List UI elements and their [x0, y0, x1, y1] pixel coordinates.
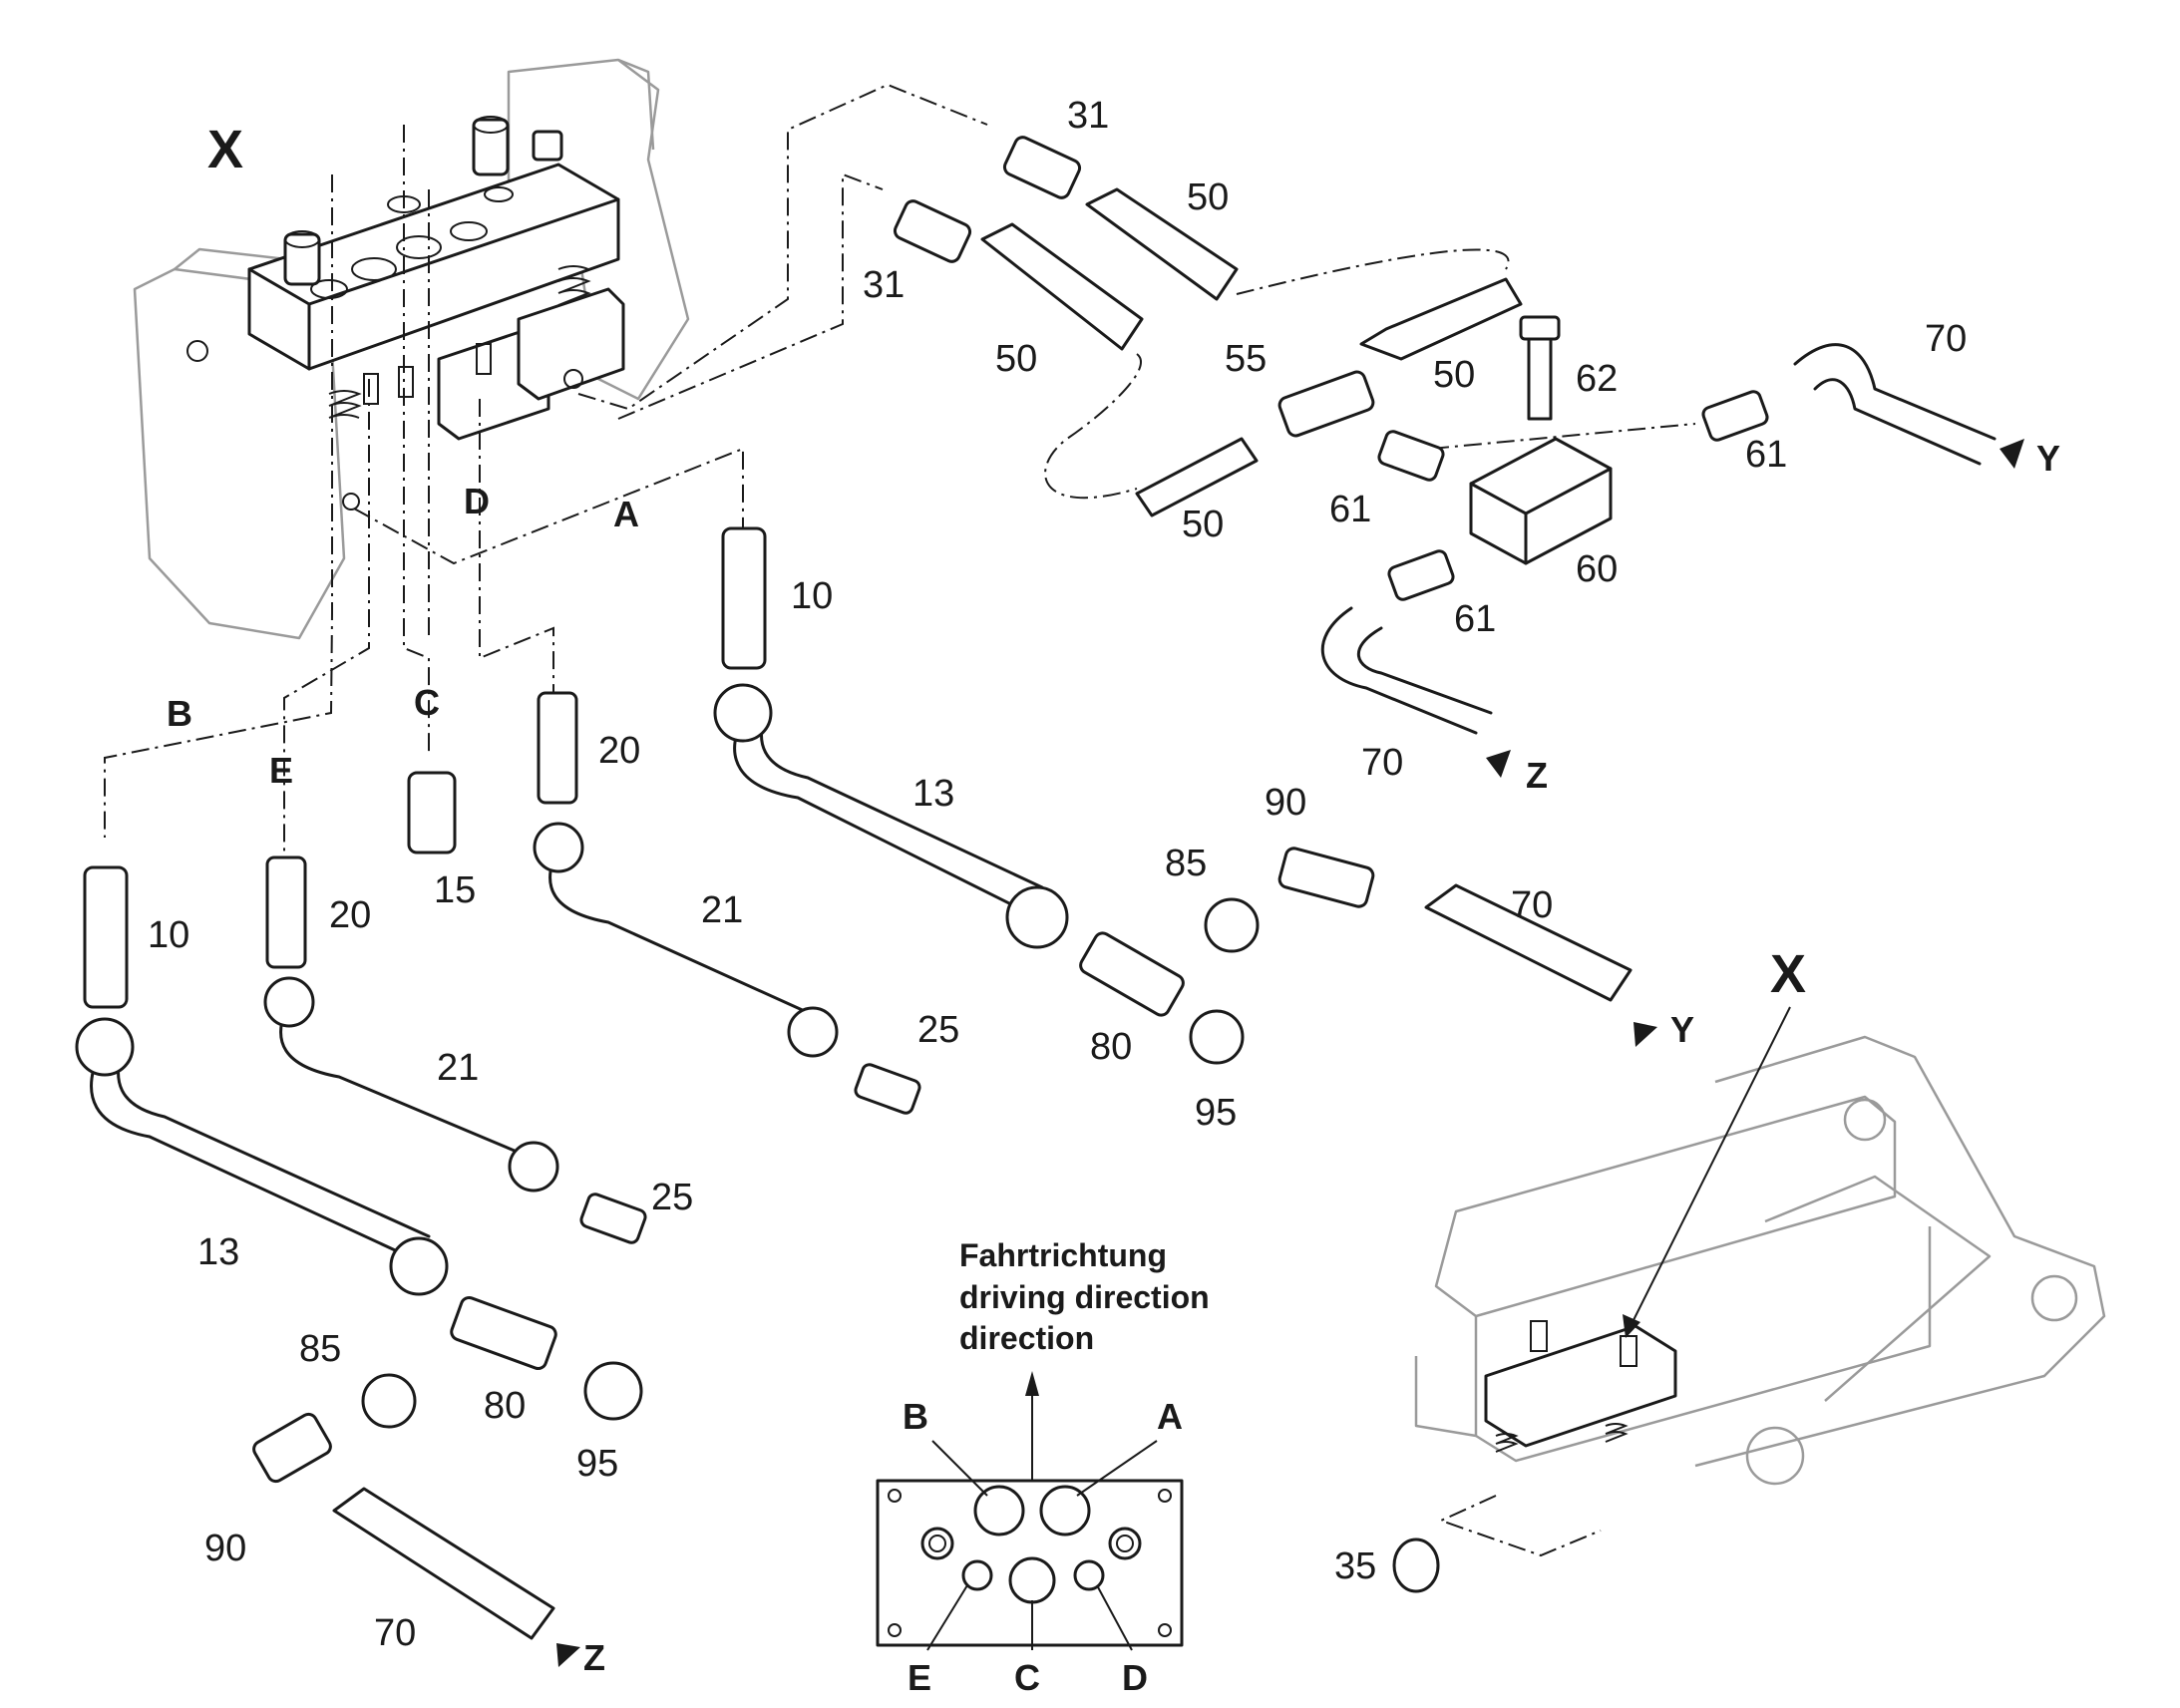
part-80-label: 80	[484, 1385, 526, 1427]
part-85-label: 85	[299, 1328, 341, 1370]
plate-e-label: E	[908, 1657, 931, 1698]
part-70-label: 70	[1925, 318, 1967, 360]
port-e-label: E	[269, 750, 293, 791]
reference-labels: X X A B C D E A B C D E Y Y Z Z Fahrtric…	[148, 95, 2060, 1698]
part-10-label: 10	[791, 575, 833, 617]
plate-b-label: B	[903, 1396, 928, 1437]
part-15-label: 15	[434, 869, 476, 911]
part-21-label: 21	[701, 889, 743, 931]
plate-c-label: C	[1014, 1657, 1040, 1698]
dir-z-label-2: Z	[583, 1637, 605, 1678]
part-62-label: 62	[1576, 358, 1618, 400]
part-25-label: 25	[651, 1177, 693, 1218]
part-61-label: 61	[1745, 434, 1787, 476]
part-35-label: 35	[1334, 1545, 1376, 1587]
part-70-label: 70	[1361, 742, 1403, 784]
part-90-label: 90	[1265, 782, 1306, 824]
part-80-label: 80	[1090, 1026, 1132, 1068]
port-plate-diagram	[876, 1371, 1184, 1651]
part-61-label: 61	[1454, 598, 1496, 640]
port-b-label: B	[167, 693, 192, 734]
port-c-label: C	[414, 682, 440, 723]
part-20-label: 20	[598, 730, 640, 772]
dir-y-label-2: Y	[1670, 1009, 1694, 1050]
connection-centerlines	[104, 83, 1696, 857]
arrow-z1-icon	[1486, 750, 1511, 778]
direction-note-line2: driving direction	[959, 1279, 1210, 1315]
part-95-label: 95	[576, 1443, 618, 1485]
part-70-label: 70	[1511, 884, 1553, 926]
view-x-label-bottom: X	[1770, 944, 1806, 1004]
manifold-assembly	[133, 58, 690, 640]
part-50-label: 50	[1182, 504, 1224, 545]
frame-overview	[1392, 1006, 2106, 1593]
port-a-label: A	[613, 494, 639, 534]
part-31-label: 31	[863, 264, 905, 306]
arrow-y1-icon	[1999, 439, 2024, 469]
part-25-label: 25	[917, 1009, 959, 1051]
view-x-label: X	[207, 120, 243, 179]
part-95-label: 95	[1195, 1092, 1237, 1134]
dir-z-label-1: Z	[1526, 755, 1548, 796]
part-21-label: 21	[437, 1047, 479, 1089]
part-85-label: 85	[1165, 843, 1207, 884]
part-90-label: 90	[204, 1528, 246, 1569]
part-60-label: 60	[1576, 548, 1618, 590]
dir-y-label-1: Y	[2036, 438, 2060, 479]
part-13-label: 13	[197, 1231, 239, 1273]
plate-d-label: D	[1122, 1657, 1148, 1698]
part-50-label: 50	[1433, 354, 1475, 396]
part-10-label: 10	[148, 914, 189, 956]
arrow-z2-icon	[556, 1643, 580, 1667]
part-50-label: 50	[1187, 176, 1229, 218]
part-55-label: 55	[1225, 338, 1267, 380]
direction-note-line1: Fahrtrichtung	[959, 1237, 1167, 1273]
arrow-y2-icon	[1634, 1022, 1657, 1047]
part-31-label: 31	[1067, 95, 1109, 137]
plate-a-label: A	[1157, 1396, 1183, 1437]
port-d-label: D	[464, 481, 490, 521]
direction-note-line3: direction	[959, 1320, 1094, 1356]
part-50-label: 50	[995, 338, 1037, 380]
part-13-label: 13	[912, 773, 954, 815]
part-61-label: 61	[1329, 489, 1371, 530]
part-20-label: 20	[329, 894, 371, 936]
flow-arrows	[556, 439, 2024, 1667]
fittings-and-hoses	[75, 136, 1997, 1640]
part-70-label: 70	[374, 1612, 416, 1654]
